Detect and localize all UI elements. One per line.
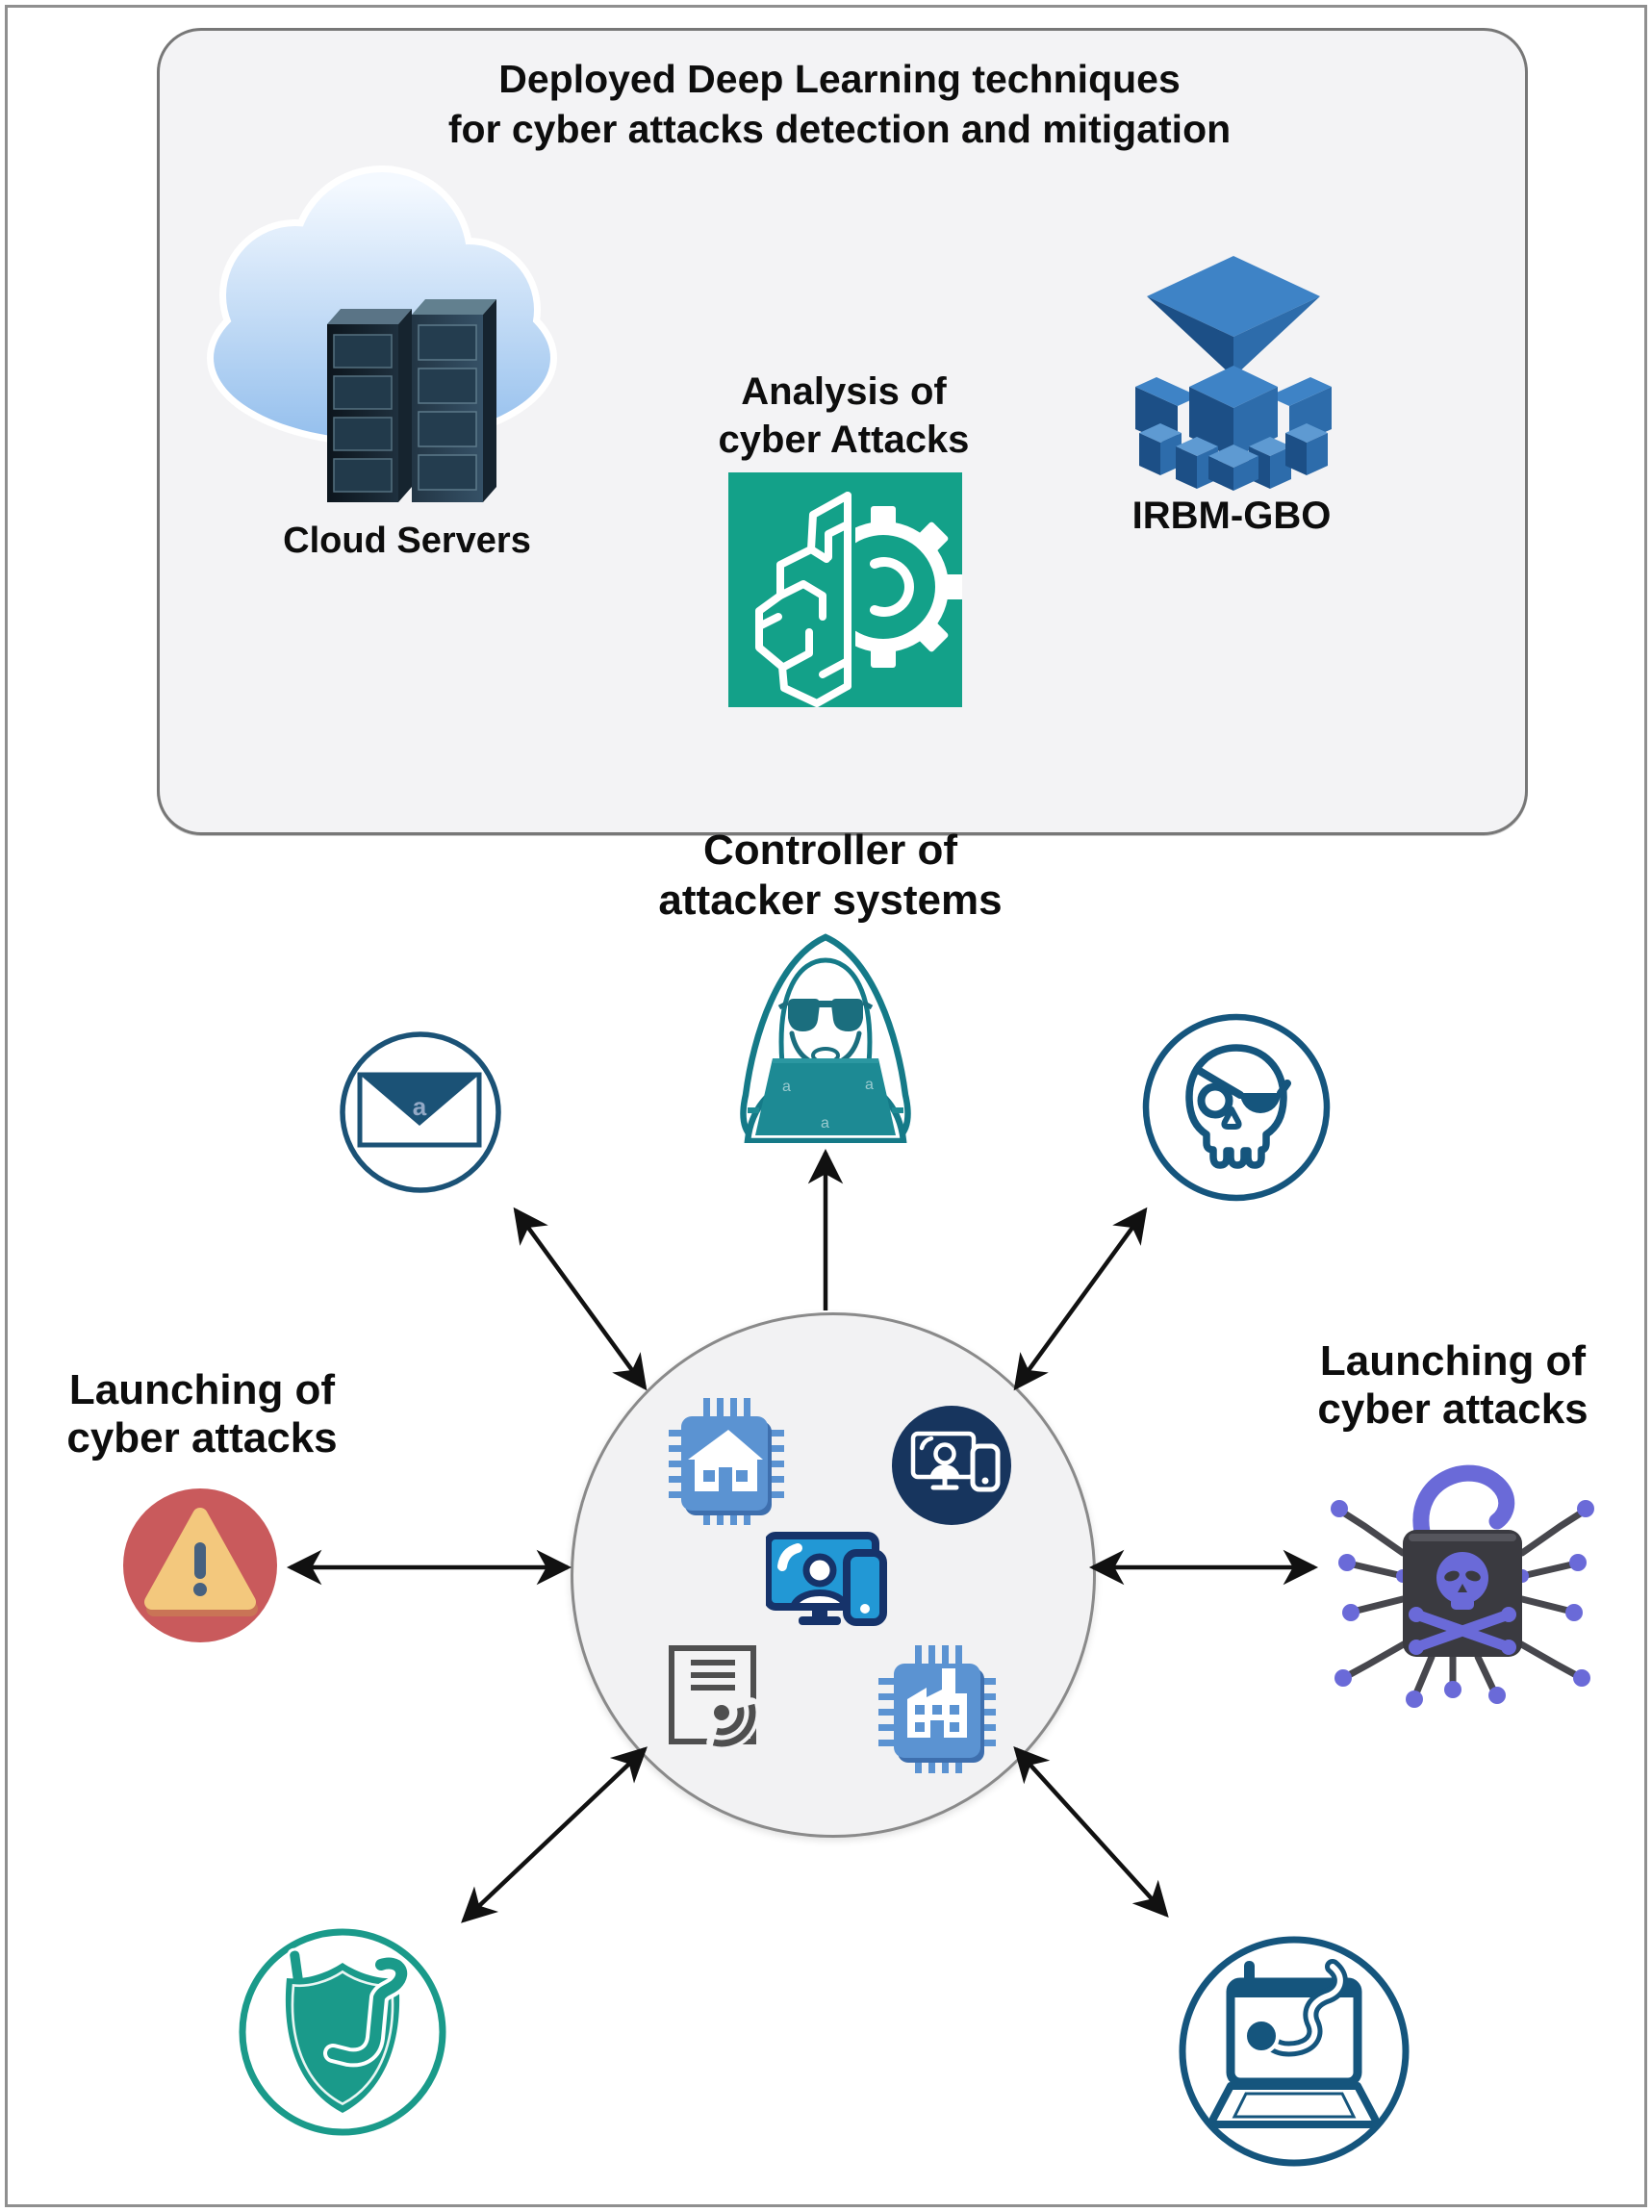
laptop-watermark-bottom: a — [821, 1115, 829, 1131]
eyepatch — [1240, 1093, 1281, 1113]
pirate-skull-icon — [1142, 1013, 1331, 1202]
controller-label: Controller of attacker systems — [658, 826, 1003, 924]
server-rack-left — [327, 309, 412, 502]
skull-eye — [1197, 1082, 1233, 1119]
irbm-gbo-label: IRBM-GBO — [1131, 495, 1332, 537]
lock-shackle — [1412, 1464, 1515, 1540]
sunglasses-icon — [777, 999, 874, 1031]
shield-snake-icon — [239, 1928, 446, 2136]
irbm-gbo-blocks-icon — [1135, 256, 1332, 491]
irbm-top-block — [1147, 256, 1320, 377]
laptop-watermark-left: a — [782, 1079, 791, 1095]
analysis-brain-gear-icon — [728, 472, 962, 707]
right-attack-label: Launching of cyber attacks — [1317, 1337, 1588, 1433]
box-title: Deployed Deep Learning techniques for cy… — [157, 54, 1522, 154]
gear-half — [855, 506, 962, 668]
envelope-watermark: a — [413, 1092, 427, 1121]
laptop-watermark-right: a — [865, 1077, 874, 1093]
left-attack-label: Launching of cyber attacks — [66, 1366, 338, 1462]
hacker-icon: a a a — [740, 933, 911, 1143]
smart-home-chip-icon — [669, 1398, 784, 1525]
skull-nose — [1221, 1106, 1242, 1130]
laptop-base — [1208, 2082, 1380, 2128]
box-title-line1: Deployed Deep Learning techniques — [498, 57, 1181, 101]
warning-icon — [123, 1488, 277, 1642]
email-icon: a — [340, 1031, 501, 1193]
arrow-worm — [1013, 1746, 1169, 1918]
server-rack-right — [412, 299, 496, 502]
monitor-user-phone-icon — [766, 1532, 887, 1626]
worm — [1243, 1959, 1348, 2057]
eyepatch-strap — [1194, 1066, 1291, 1099]
brain-half — [755, 492, 851, 707]
factory-chip-icon — [878, 1645, 996, 1773]
arrow-shield — [461, 1746, 648, 1923]
document-wifi-icon — [669, 1645, 760, 1751]
malware-lock-icon — [1331, 1464, 1594, 1708]
skull-crossbones — [1409, 1552, 1516, 1655]
laptop-icon: a a a — [748, 1058, 903, 1135]
circuit-legs — [1339, 1509, 1586, 1697]
snake — [323, 1953, 412, 2068]
chip-pins — [878, 1645, 996, 1773]
cloud-servers-icon — [207, 165, 557, 502]
factory-glyph — [907, 1668, 967, 1738]
wifi-signal — [706, 1697, 760, 1751]
worm-laptop-icon — [1179, 1936, 1410, 2167]
arrow-email — [513, 1207, 648, 1391]
analysis-label: Analysis of cyber Attacks — [718, 370, 970, 461]
document-lines — [691, 1660, 735, 1691]
arrow-skull — [1013, 1207, 1148, 1391]
video-call-icon — [892, 1406, 1011, 1525]
irbm-bottom-blocks — [1139, 423, 1328, 491]
box-title-line2: for cyber attacks detection and mitigati… — [447, 107, 1232, 151]
cloud-servers-label: Cloud Servers — [283, 521, 531, 561]
house-glyph — [688, 1430, 763, 1491]
